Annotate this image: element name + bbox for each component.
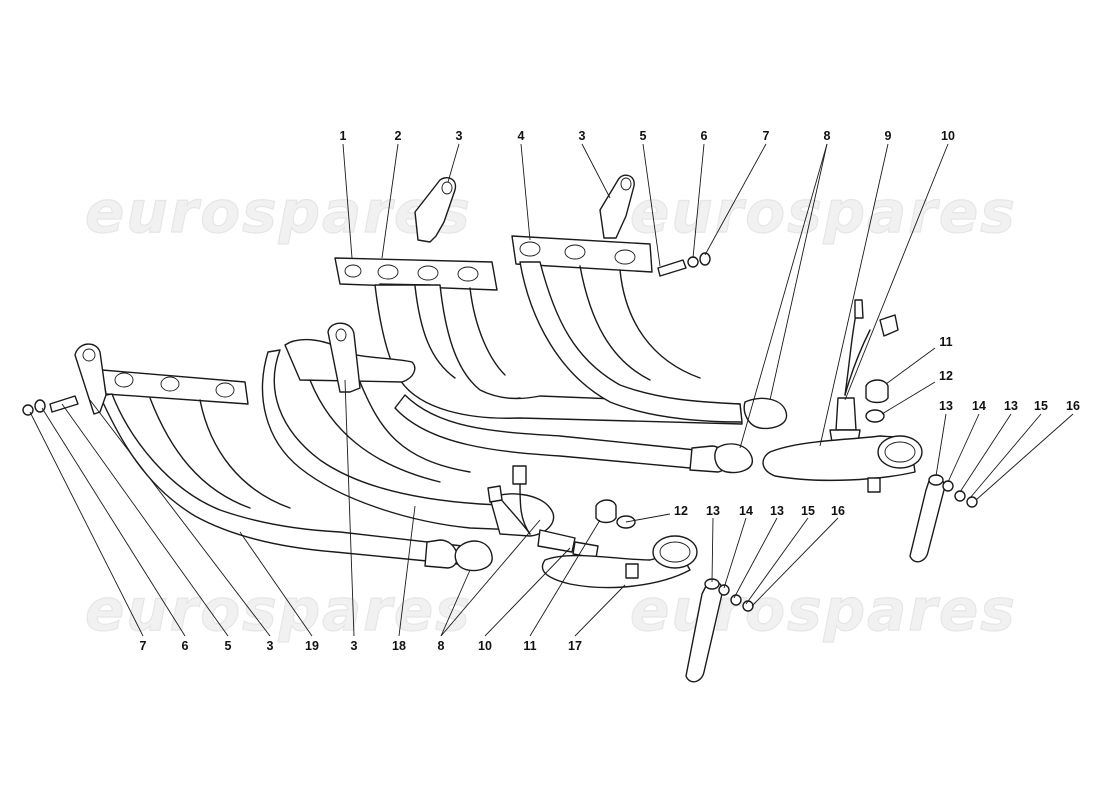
callouts-right-upper: 11 12 13 14 13 15 16: [939, 335, 1080, 413]
callout-7: 7: [763, 129, 770, 143]
callout-9: 9: [885, 129, 892, 143]
callout-19: 19: [305, 639, 319, 653]
callouts-bottom: 7 6 5 3 19 3 18 8 10 11 17: [140, 639, 582, 653]
leader-lines: [29, 143, 1074, 637]
upper-plug-and-seal: [865, 379, 889, 423]
upper-right-exhaust-manifold: [511, 235, 743, 423]
callout-8: 8: [438, 639, 445, 653]
bracket-upper-left: [414, 177, 457, 243]
bracket-upper-right: [599, 174, 635, 239]
upper-lambda-sensor: [829, 299, 899, 443]
callout-13: 13: [770, 504, 784, 518]
bracket-middle: [327, 322, 361, 393]
upper-left-exhaust-manifold: [334, 257, 788, 474]
callout-11: 11: [523, 639, 536, 653]
callout-11: 11: [939, 335, 952, 349]
callout-8: 8: [824, 129, 831, 143]
callout-13: 13: [1004, 399, 1018, 413]
callout-5: 5: [640, 129, 647, 143]
callout-14: 14: [739, 504, 753, 518]
callouts-top: 1 2 3 4 3 5 6 7 8 9 10: [340, 129, 955, 143]
callout-17: 17: [568, 639, 582, 653]
lower-lambda-sensor: [487, 465, 599, 559]
callout-10: 10: [478, 639, 492, 653]
callout-15: 15: [801, 504, 815, 518]
callout-2: 2: [395, 129, 402, 143]
callout-13: 13: [706, 504, 720, 518]
callout-14: 14: [972, 399, 986, 413]
callout-5: 5: [225, 639, 232, 653]
callout-4: 4: [518, 129, 525, 143]
lower-plug-and-seal: [595, 499, 636, 529]
callout-16: 16: [831, 504, 845, 518]
watermark-top-right: eurospares: [630, 178, 1017, 246]
callout-12: 12: [674, 504, 688, 518]
callout-10: 10: [941, 129, 955, 143]
callout-3: 3: [579, 129, 586, 143]
lower-left-exhaust-manifold: [99, 369, 493, 572]
callout-18: 18: [392, 639, 406, 653]
callout-7: 7: [140, 639, 147, 653]
callout-15: 15: [1034, 399, 1048, 413]
stud-washer-nut-upper: [657, 252, 711, 277]
stud-washer-nut-lower: [22, 395, 79, 416]
callout-1: 1: [340, 129, 347, 143]
callout-6: 6: [182, 639, 189, 653]
lower-earth-strap: [685, 578, 754, 683]
watermark-bottom-left: eurospares: [85, 576, 472, 644]
upper-catalyst-pipe: [762, 435, 923, 493]
callout-13: 13: [939, 399, 953, 413]
callout-3: 3: [267, 639, 274, 653]
callout-12: 12: [939, 369, 953, 383]
callouts-middle: 12 13 14 13 15 16: [674, 504, 845, 518]
callout-3: 3: [456, 129, 463, 143]
callout-16: 16: [1066, 399, 1080, 413]
upper-earth-strap: [909, 474, 978, 563]
bracket-lower-left: [74, 343, 107, 415]
callout-3: 3: [351, 639, 358, 653]
callout-6: 6: [701, 129, 708, 143]
watermark-top-left: eurospares: [85, 178, 472, 246]
watermark-bottom-right: eurospares: [630, 576, 1017, 644]
lower-catalyst-pipe: [541, 535, 698, 589]
